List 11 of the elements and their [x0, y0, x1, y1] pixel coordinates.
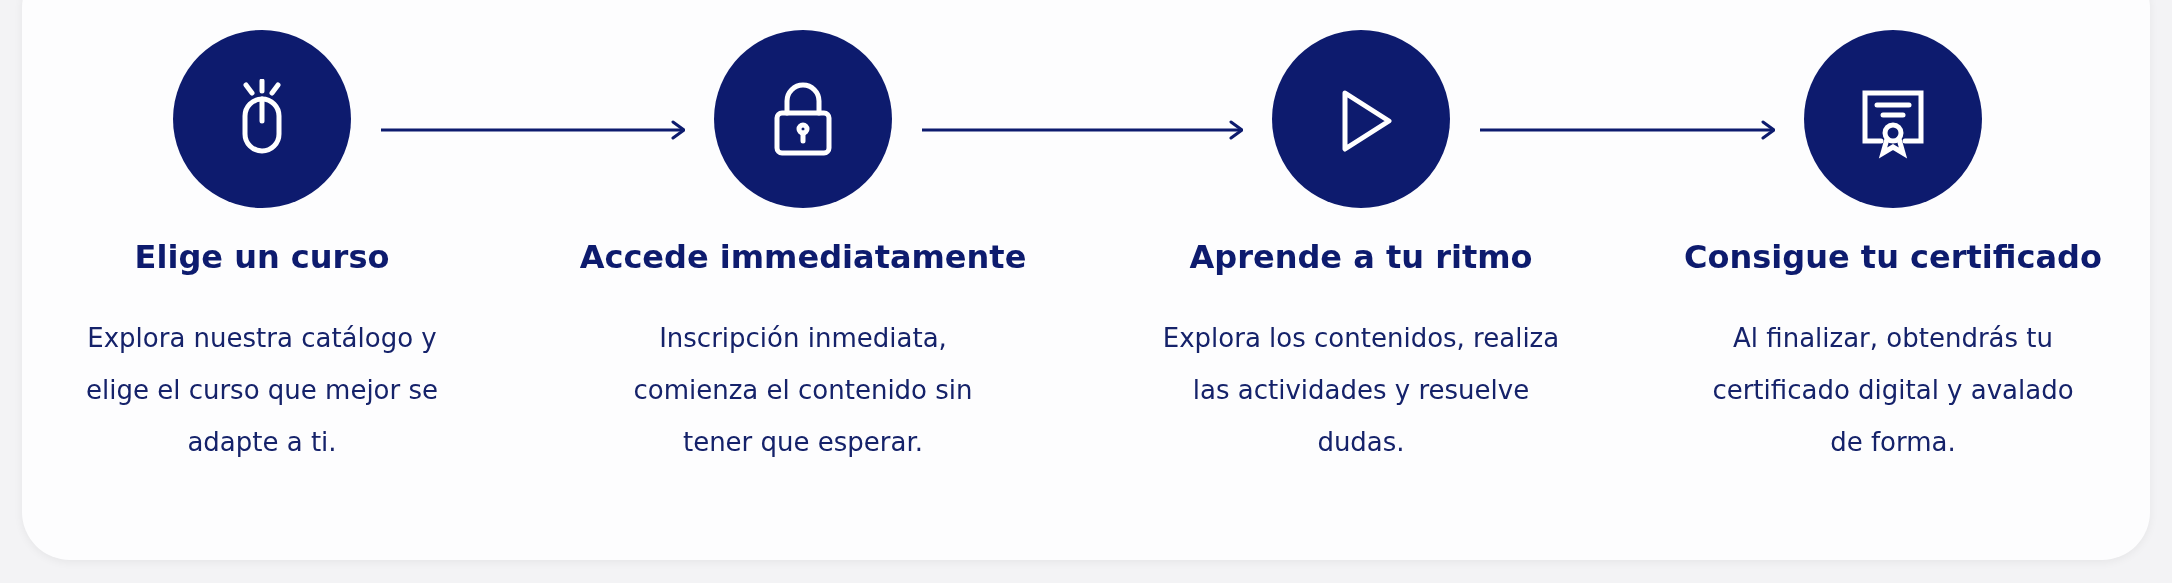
step-description: Explora nuestra catálogo y elige el curso que mejor se adapte a ti. — [84, 322, 440, 459]
step-description: Inscripción inmediata, comienza el contenido sin tener que esperar. — [632, 322, 974, 459]
step-heading: Aprende a tu ritmo — [1188, 238, 1534, 276]
step-heading: Accede immediatamente — [578, 238, 1028, 276]
step-description: Explora los contenidos, realiza las actividades y resuelve dudas. — [1161, 322, 1561, 459]
arrow — [381, 120, 686, 140]
step-heading: Elige un curso — [133, 238, 391, 276]
step-description: Al finalizar, obtendrás tu certificado digital y avalado de forma. — [1711, 322, 2075, 459]
step-heading: Consigue tu certificado — [1683, 238, 2103, 276]
arrow — [1480, 120, 1776, 140]
arrow — [922, 120, 1244, 140]
